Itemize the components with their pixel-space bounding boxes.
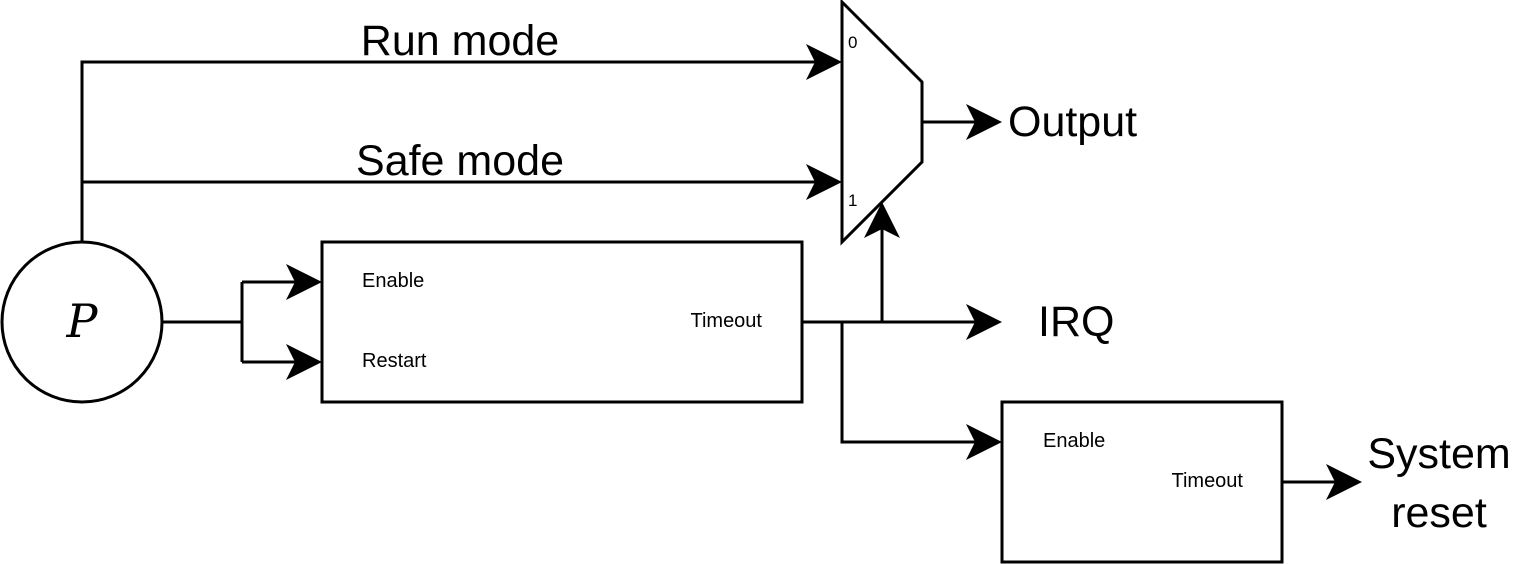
irq-arrowhead: [966, 304, 1002, 340]
watchdog-1-block: [320, 240, 804, 404]
system-reset-label-line1: System: [1367, 430, 1510, 478]
timeout-wire: [802, 218, 985, 444]
output-label: Output: [1008, 98, 1137, 146]
run-mode-arrowhead: [806, 44, 842, 80]
mux-input-0-label: 0: [848, 33, 857, 52]
multiplexer: [840, 0, 924, 246]
run-mode-label: Run mode: [361, 17, 559, 65]
processor-to-watchdog-wire: [162, 280, 305, 364]
system-reset-arrowhead: [1326, 464, 1362, 500]
processor-label: P: [66, 294, 99, 348]
watchdog-2-timeout-label: Timeout: [1171, 470, 1243, 492]
watchdog-1-restart-label: Restart: [362, 350, 427, 372]
safe-mode-label: Safe mode: [356, 137, 564, 185]
restart-arrowhead: [286, 344, 322, 380]
output-arrowhead: [966, 104, 1002, 140]
enable-arrowhead: [286, 264, 322, 300]
watchdog-1-timeout-label: Timeout: [690, 310, 762, 332]
irq-label: IRQ: [1038, 298, 1114, 346]
system-reset-label-line2: reset: [1391, 489, 1487, 537]
mux-input-1-label: 1: [848, 191, 857, 210]
watchdog-2-enable-label: Enable: [1043, 430, 1105, 452]
watchdog-1-enable-label: Enable: [362, 270, 424, 292]
watchdog-2-enable-arrowhead: [966, 424, 1002, 460]
mux-select-arrowhead: [864, 202, 900, 238]
safe-mode-arrowhead: [806, 164, 842, 200]
